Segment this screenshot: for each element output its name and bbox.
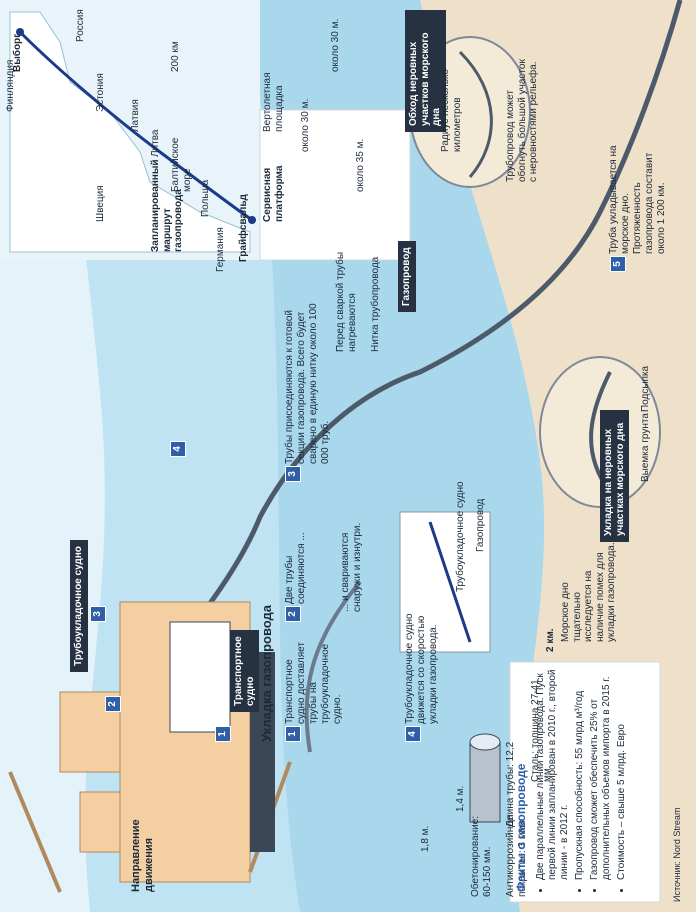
seabed-survey-text: Морское дно тщательно исследуется на нал… [560, 542, 617, 642]
fact-item: Стоимость – свыше 5 млрд. Евро [616, 667, 628, 880]
map-scale: 200 км [170, 41, 181, 72]
map-route-label: Запланированный маршрут газопровода [150, 159, 184, 252]
pipe-segment-art [469, 733, 501, 823]
pipeline-callout: Газопровод [398, 241, 416, 312]
backfill-label: Подсыпка [640, 365, 651, 412]
step-2-number: 2 [285, 606, 301, 622]
step-5-number: 5 [610, 256, 626, 272]
pipelaying-ship-callout: Трубоукладочное судно [70, 540, 88, 672]
human-height-label: 1,8 м. [420, 825, 431, 852]
transport-ship-callout: Транспортное судно [230, 630, 259, 712]
map-latvia: Латвия [130, 99, 141, 132]
step-3-text: Трубы присоединяются к готовой секции га… [284, 303, 331, 464]
pipe-string-label: Нитка трубопровода [370, 256, 381, 352]
map-sweden: Швеция [95, 185, 106, 222]
fact-item: Пропускная способность: 55 млрд м³/год [574, 667, 586, 880]
platform-helipad: Вертолетная площадка [262, 72, 285, 132]
bypass-text: Трубопровод может обогнуть большой участ… [505, 59, 539, 182]
ship-badge-3: 3 [90, 606, 106, 622]
direction-label: Направление движения [130, 819, 155, 892]
depth-label: 2 км. [545, 628, 556, 652]
ship-badge-2: 2 [105, 696, 121, 712]
uneven-seabed-callout: Укладка на неровных участках морского дн… [600, 410, 629, 542]
platform-dim30b: около 30 м. [330, 18, 341, 72]
ship-badge-4: 4 [170, 441, 186, 457]
platform-dim30: около 30 м. [300, 98, 311, 152]
map-lithuania: Литва [150, 129, 161, 158]
facts-list: Две параллельные линии газопровода. Пуск… [535, 667, 631, 892]
map-germany: Германия [215, 227, 226, 272]
ship-badge-1: 1 [215, 726, 231, 742]
ship-section-box [399, 511, 491, 653]
pipeline-route [97, 0, 683, 754]
step-1-number: 1 [285, 726, 301, 742]
section-ship-label: Трубоукладочное судно [455, 481, 466, 592]
map-poland: Польша [200, 179, 211, 217]
step-1-text: Транспортное судно доставляет трубы на т… [284, 642, 343, 724]
step-2-text: Две трубы соединяются ... [284, 532, 307, 604]
map-baltic-sea: Балтийское море [170, 137, 193, 192]
map-russia: Россия [75, 9, 86, 42]
map-route-line [18, 30, 256, 224]
heated-label: Перед сваркой трубы нагреваются [335, 251, 358, 352]
platform-title: Сервисная платформа [262, 165, 285, 222]
source-label: Источник: Nord Stream [672, 807, 682, 902]
dim14-label: 1,4 м. [455, 785, 466, 812]
trench-label: Выемка грунта [640, 413, 651, 482]
facts-panel [509, 661, 661, 903]
step-5-text: Труба укладывается на морское дно. Протя… [608, 145, 667, 254]
fact-item: Две параллельные линии газопровода. Пуск… [535, 667, 571, 880]
platform-dim35: около 35 м. [355, 138, 366, 192]
step-2-welded-text: ... и свариваются снаружи и изнутри. [340, 522, 363, 612]
map-finland: Финляндия [5, 59, 16, 112]
step-4-number: 4 [405, 726, 421, 742]
concrete-label: Обетонирование: 60-150 мм. [470, 815, 493, 897]
section-pipeline-label: Газопровод [475, 498, 486, 552]
page-title: Укладка газопровода [259, 604, 274, 742]
map-greifswald: Грайфсвальд [238, 194, 249, 262]
fact-item: Газопровод сможет обеспечить 25% от допо… [589, 667, 613, 880]
facts-title: Факты о газопроводе [514, 763, 528, 892]
map-estonia: Эстония [95, 73, 106, 112]
step-4-text: Трубоукладочное судно движется со скорос… [404, 613, 439, 724]
bypass-radius-label: Радиус несколько километров [440, 69, 463, 152]
step-3-number: 3 [285, 466, 301, 482]
transport-ship-art [169, 621, 231, 733]
